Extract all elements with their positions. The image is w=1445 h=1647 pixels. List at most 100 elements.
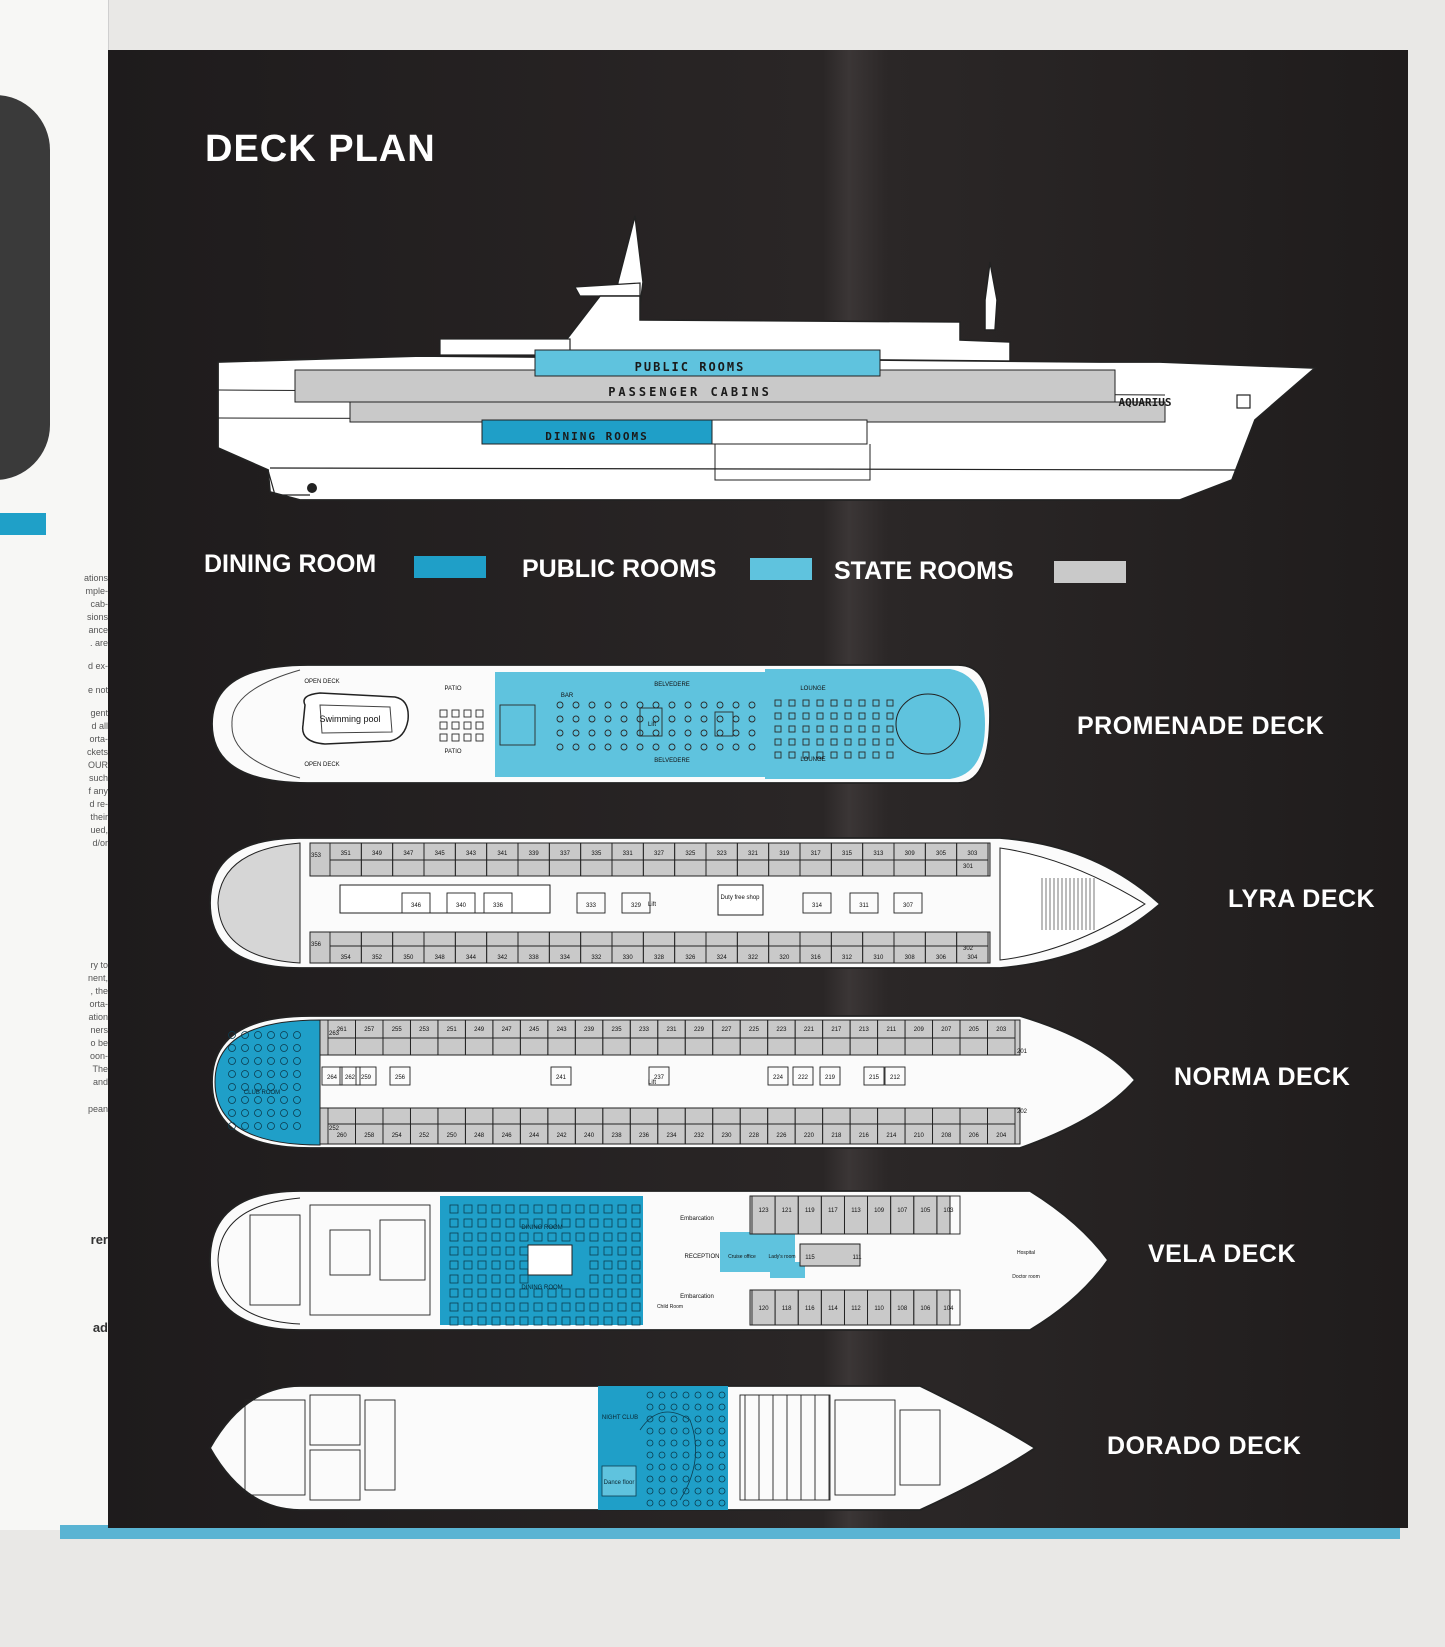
left-page-text-fragment: o be <box>90 1038 108 1048</box>
lyra-cabin-number: 326 <box>685 955 696 961</box>
lyra-cabin-number: 347 <box>403 851 414 857</box>
lyra-end-cabin-number: 302 <box>963 946 974 952</box>
ship-logo <box>1236 394 1251 409</box>
left-page-text-fragment: ued, <box>90 825 108 835</box>
lyra-cabin-number: 328 <box>654 955 665 961</box>
promenade-open-deck-top: OPEN DECK <box>304 679 339 685</box>
left-page-bold-fragment: rer <box>90 1232 108 1247</box>
left-page-text-fragment: gent <box>90 708 108 718</box>
left-page-text-fragment: sions <box>86 612 108 622</box>
vela-cruise-office: Cruise office <box>728 1254 756 1260</box>
vela-cabin-number: 107 <box>897 1208 908 1214</box>
lyra-cabin-number: 325 <box>685 851 696 857</box>
norma-cabin-number: 253 <box>419 1027 430 1033</box>
dorado-night-club-label: NIGHT CLUB <box>602 1415 638 1421</box>
norma-cabin-number: 251 <box>447 1027 458 1033</box>
dorado-deck-plan: NIGHT CLUB Dance floor <box>208 1385 1037 1511</box>
lyra-end-cabin-number: 353 <box>311 853 322 859</box>
lyra-cabin-number: 306 <box>936 955 947 961</box>
lyra-cabin-number: 354 <box>341 955 352 961</box>
vela-cabin-number: 116 <box>805 1306 815 1312</box>
vela-cabin-number: 121 <box>782 1208 793 1214</box>
promenade-lift-label: Lift <box>648 722 656 728</box>
norma-end-cabin-number: 263 <box>329 1031 340 1037</box>
lyra-cabin-number: 344 <box>466 955 477 961</box>
left-page-text-fragment: cab- <box>90 599 108 609</box>
dorado-dance-floor-label: Dance floor <box>604 1480 635 1486</box>
norma-cabin-number: 257 <box>364 1027 375 1033</box>
lyra-cabin-number: 351 <box>341 851 352 857</box>
norma-end-cabin-number: 252 <box>329 1126 340 1132</box>
lyra-inner-cabin-number: 346 <box>411 903 422 909</box>
norma-cabin-number: 203 <box>996 1027 1007 1033</box>
lyra-cabin-number: 331 <box>623 851 634 857</box>
norma-cabin-number: 254 <box>392 1133 403 1139</box>
legend-swatch-dining <box>414 556 486 578</box>
vela-cabin-number: 117 <box>828 1208 838 1214</box>
norma-cabin-number: 206 <box>969 1133 980 1139</box>
lyra-inner-cabin-number: 336 <box>493 903 504 909</box>
vela-embarcation-top: Embarcation <box>680 1216 714 1222</box>
norma-inner-cabin-number: 237 <box>654 1075 665 1081</box>
lyra-cabin-number: 335 <box>591 851 602 857</box>
lyra-cabin-number: 352 <box>372 955 383 961</box>
left-page-text-fragment: mple- <box>85 586 108 596</box>
norma-cabin-number: 255 <box>392 1027 403 1033</box>
deck-label-norma: NORMA DECK <box>1174 1063 1351 1091</box>
vela-cabin-number: 114 <box>828 1306 838 1312</box>
lyra-cabin-number: 309 <box>905 851 916 857</box>
left-page-text-fragment: such <box>88 773 108 783</box>
lyra-cabin-number: 334 <box>560 955 571 961</box>
norma-cabin-number: 260 <box>337 1133 348 1139</box>
lyra-shop-label: Duty free shop <box>720 895 760 901</box>
promenade-deck-plan: Swimming pool OPEN DECK OPEN DECK PATIO … <box>211 664 991 784</box>
norma-cabin-number: 214 <box>886 1133 897 1139</box>
lyra-cabin-number: 343 <box>466 851 477 857</box>
left-page-text-fragment: and <box>92 1077 108 1087</box>
left-page-text-fragment: orta- <box>89 734 108 744</box>
lyra-cabin-number: 330 <box>623 955 634 961</box>
left-page-text-fragment: d ex- <box>87 661 108 671</box>
vela-cabin-number: 112 <box>851 1306 861 1312</box>
vela-doctor-room: Doctor room <box>1012 1274 1040 1280</box>
norma-cabin-number: 225 <box>749 1027 760 1033</box>
lyra-cabin-number: 322 <box>748 955 759 961</box>
lyra-cabin-number: 342 <box>497 955 508 961</box>
left-page-text-fragment: oon- <box>89 1051 108 1061</box>
norma-cabin-number: 229 <box>694 1027 705 1033</box>
norma-cabin-number: 207 <box>941 1027 952 1033</box>
vela-cabin-number: 108 <box>897 1306 908 1312</box>
promenade-patio-top: PATIO <box>444 686 461 692</box>
ship-mast-arm <box>574 282 641 297</box>
lyra-cabin-number: 338 <box>529 955 540 961</box>
left-page-text-fragment: d/or <box>92 838 108 848</box>
lyra-cabin-number: 305 <box>936 851 947 857</box>
norma-inner-cabin-number: 241 <box>556 1075 567 1081</box>
promenade-open-deck-bottom: OPEN DECK <box>304 762 339 768</box>
vela-cabin-number: 120 <box>759 1306 770 1312</box>
lyra-cabin-number: 303 <box>967 851 978 857</box>
left-page-text-fragment: ckets <box>86 747 108 757</box>
norma-inner-cabin-number: 259 <box>361 1075 372 1081</box>
ship-funnel-aft <box>984 261 998 331</box>
left-page-text-fragment: f any <box>88 786 108 796</box>
vela-inner-cabin-number: 111 <box>852 1255 862 1261</box>
vela-cabin-number: 109 <box>874 1208 885 1214</box>
lyra-cabin-number: 324 <box>717 955 728 961</box>
norma-cabin-number: 239 <box>584 1027 595 1033</box>
vela-cabin-number: 105 <box>920 1208 931 1214</box>
left-page-text-fragment: ance <box>88 625 108 635</box>
norma-cabin-number: 208 <box>941 1133 952 1139</box>
norma-cabin-number: 210 <box>914 1133 925 1139</box>
page-title: DECK PLAN <box>205 128 436 170</box>
left-page-bold-fragment: ad <box>92 1320 108 1335</box>
vela-dining-bottom-label: DINING ROOM <box>521 1285 562 1291</box>
lyra-inner-cabin-number: 329 <box>631 903 642 909</box>
promenade-bar-label: BAR <box>561 693 574 699</box>
norma-cabin-number: 232 <box>694 1133 705 1139</box>
norma-inner-cabin-number: 224 <box>773 1075 784 1081</box>
ship-band-dining <box>481 419 713 445</box>
lyra-inner-cabin-number: 333 <box>586 903 597 909</box>
left-page-text-fragment: d re- <box>89 799 108 809</box>
